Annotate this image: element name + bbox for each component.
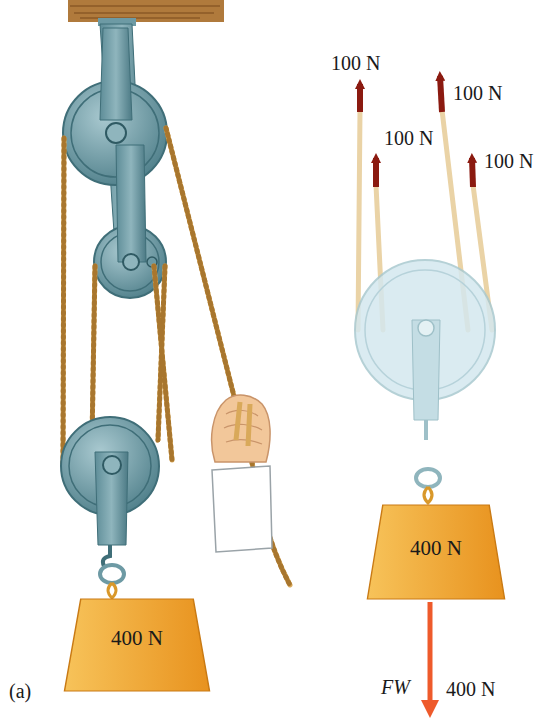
force-label: 100 N xyxy=(330,52,381,74)
ceiling-beam xyxy=(68,0,224,26)
force-label: 100 N xyxy=(383,127,434,149)
force-label: 100 N xyxy=(483,150,534,172)
rope xyxy=(63,128,290,585)
weight-block: 400 N xyxy=(366,504,506,600)
panel-label: (a) xyxy=(8,680,32,702)
free-body-diagram xyxy=(355,76,495,718)
moving-block xyxy=(61,417,159,598)
force-label: 100 N xyxy=(452,82,503,104)
hand xyxy=(212,395,272,552)
weight-block: 400 N xyxy=(63,598,211,692)
weight-label: 400 N xyxy=(410,536,462,561)
fixed-block xyxy=(63,24,167,298)
force-label: 400 N xyxy=(445,678,496,700)
weight-label: 400 N xyxy=(111,626,163,651)
force-symbol: FW xyxy=(380,676,411,698)
